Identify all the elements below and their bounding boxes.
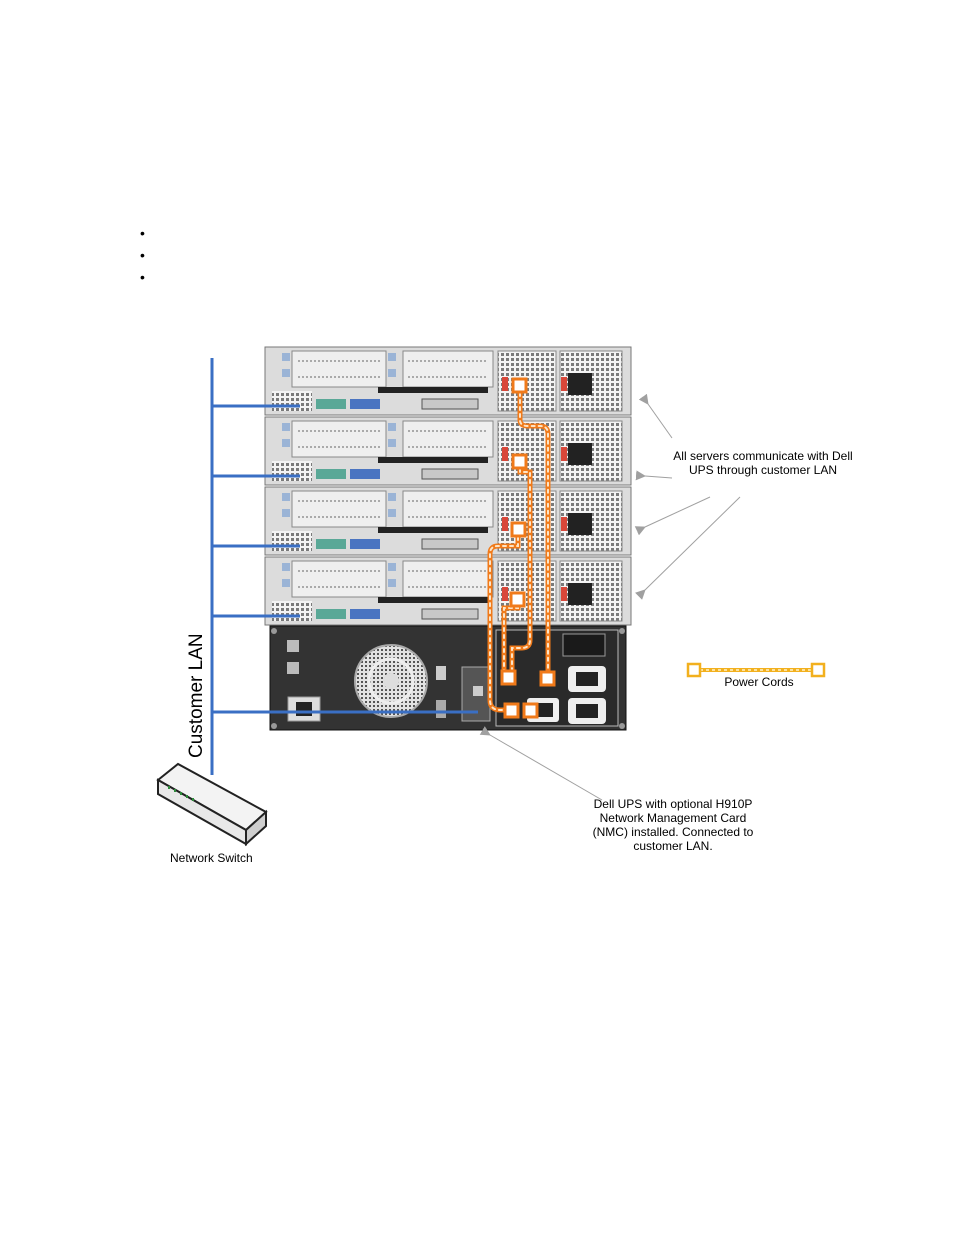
arrow-to-server-1 (638, 393, 673, 439)
server-unit (264, 556, 632, 626)
servers-note: All servers communicate with Dell UPS th… (670, 449, 856, 477)
network-switch (156, 762, 268, 847)
ups-note-line: customer LAN. (633, 839, 713, 853)
power-cord-legend (686, 662, 826, 678)
ups-note: Dell UPS with optional H910P Network Man… (584, 797, 762, 853)
customer-lan-label: Customer LAN (186, 633, 207, 758)
arrow-to-server-4 (635, 496, 741, 600)
lan-cabling (210, 358, 478, 775)
servers-note-line: All servers communicate with Dell (673, 449, 853, 463)
server-unit (264, 486, 632, 556)
arrow-to-ups-nmc (479, 726, 603, 801)
ups-note-line: Network Management Card (599, 811, 747, 825)
power-cords-label: Power Cords (724, 675, 794, 689)
dell-ups (269, 625, 627, 731)
server-unit (264, 416, 632, 486)
network-switch-label: Network Switch (170, 851, 253, 865)
ups-note-line: Dell UPS with optional H910P (593, 797, 753, 811)
annotation-arrows (479, 393, 741, 801)
ups-note-line: (NMC) installed. Connected to (592, 825, 754, 839)
power-cords (487, 377, 556, 719)
server-unit (264, 346, 632, 416)
server-stack (264, 346, 632, 626)
arrow-to-server-2 (635, 470, 673, 481)
servers-note-line: UPS through customer LAN (688, 463, 838, 477)
arrow-to-server-3 (634, 496, 711, 536)
